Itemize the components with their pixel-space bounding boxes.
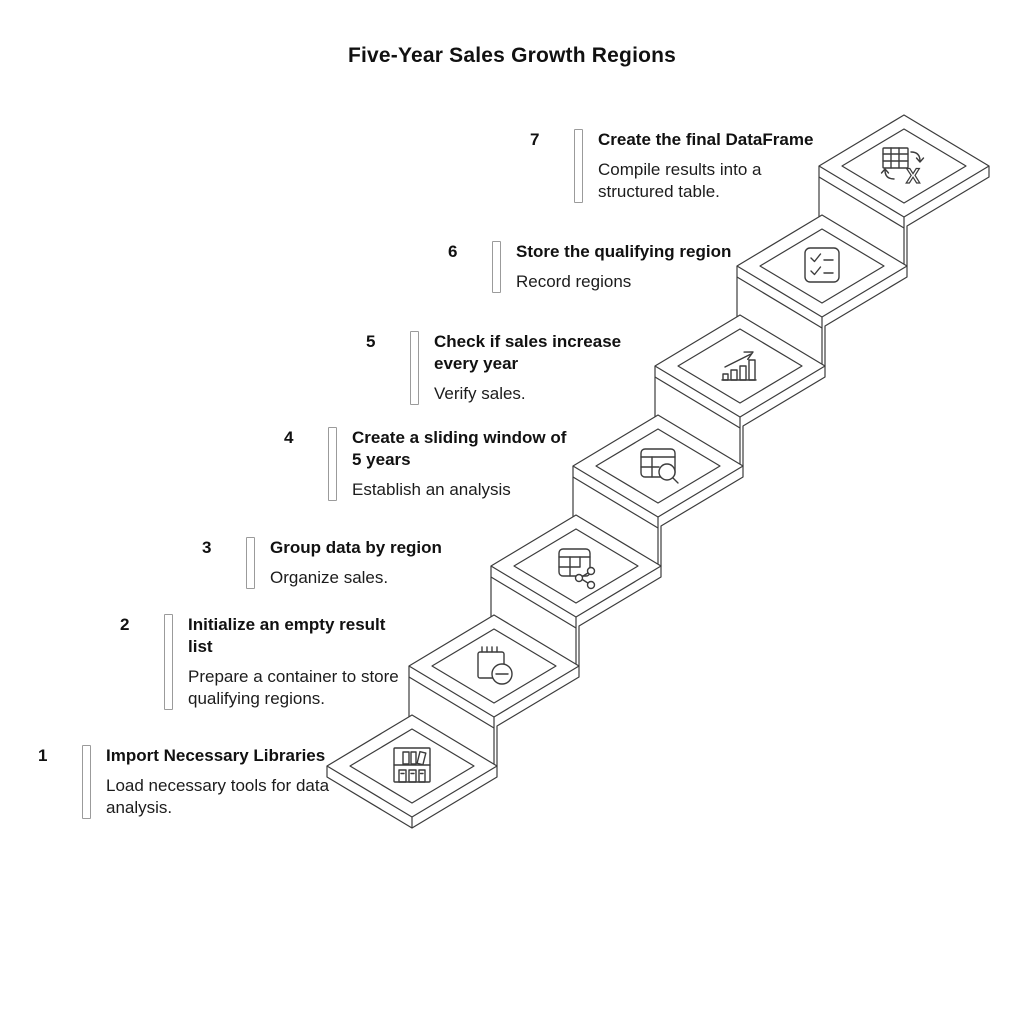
page-title: Five-Year Sales Growth Regions	[347, 44, 677, 67]
table-to-excel-icon: X	[880, 147, 925, 189]
step-number: 2	[120, 615, 130, 634]
step-platform-1	[326, 714, 498, 829]
step-accent-bar	[492, 241, 501, 293]
excel-x-glyph: X	[906, 165, 920, 188]
checklist-icon	[804, 247, 840, 283]
step-number: 7	[530, 130, 540, 149]
growth-chart-icon	[721, 351, 757, 381]
table-share-icon	[558, 548, 596, 590]
notepad-remove-icon	[477, 646, 513, 685]
step-number: 3	[202, 538, 212, 557]
step-number: 5	[366, 332, 376, 351]
step-number: 4	[284, 428, 294, 447]
step-accent-bar	[246, 537, 255, 589]
step-title: Create the final DataFrame	[598, 130, 814, 149]
step-title: Check if sales increase every year	[434, 332, 622, 373]
step-description: Load necessary tools for data analysis.	[106, 776, 330, 817]
step-description: Compile results into a structured table.	[598, 160, 762, 201]
step-description: Verify sales.	[434, 384, 526, 403]
step-accent-bar	[574, 129, 583, 203]
step-description: Record regions	[516, 272, 632, 291]
step-number: 1	[38, 746, 48, 765]
step-title: Import Necessary Libraries	[106, 746, 326, 765]
step-title: Create a sliding window of 5 years	[352, 428, 567, 469]
step-platform-2	[408, 614, 580, 772]
step-platform-4	[572, 414, 744, 572]
step-title: Initialize an empty result list	[188, 615, 386, 656]
step-platform-5	[654, 314, 826, 472]
step-accent-bar	[328, 427, 337, 501]
step-accent-bar	[164, 614, 173, 710]
step-description: Prepare a container to store qualifying …	[188, 667, 399, 708]
step-description: Establish an analysis	[352, 480, 511, 499]
step-platform-3	[490, 514, 662, 672]
step-accent-bar	[410, 331, 419, 405]
step-title: Store the qualifying region	[516, 242, 732, 261]
step-description: Organize sales.	[270, 568, 389, 587]
step-platform-6	[736, 214, 908, 372]
table-search-icon	[640, 448, 679, 484]
step-platform-7: X	[818, 114, 990, 272]
step-accent-bar	[82, 745, 91, 819]
step-title: Group data by region	[270, 538, 442, 557]
bookshelf-icon	[393, 747, 431, 783]
step-number: 6	[448, 242, 458, 261]
